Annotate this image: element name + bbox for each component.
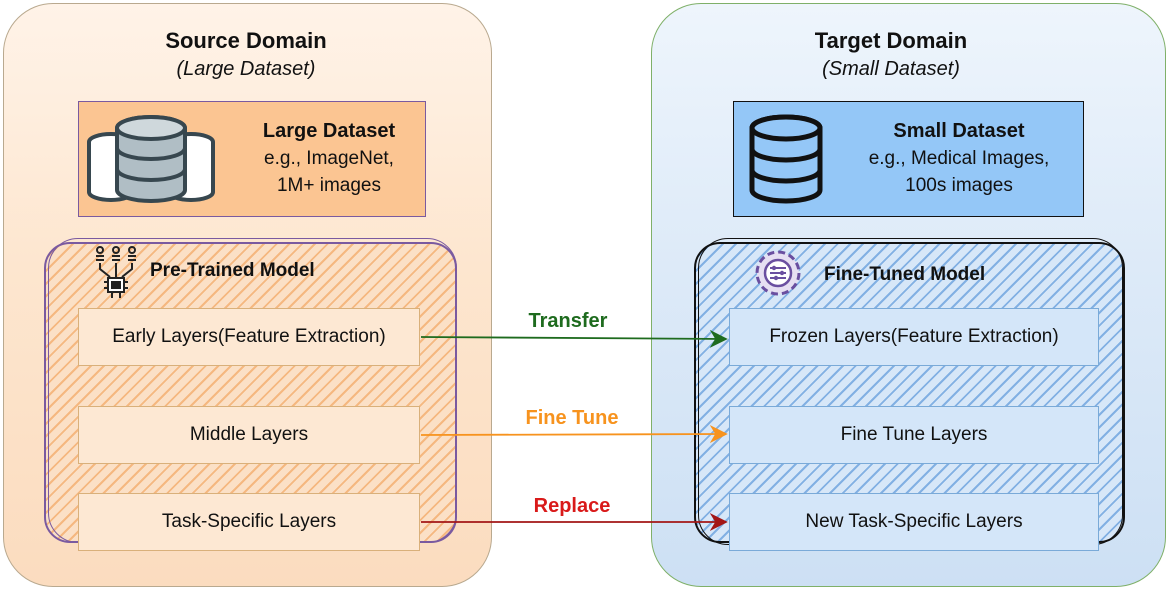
source-dataset-box: Large Dataset e.g., ImageNet, 1M+ images	[78, 101, 426, 217]
database-stack-icon	[87, 115, 215, 203]
neural-chip-icon	[96, 246, 136, 298]
database-icon	[749, 114, 823, 204]
fine-tune-arrow	[420, 425, 728, 444]
task-specific-layers-box: Task-Specific Layers	[78, 493, 420, 551]
finetuned-model-container	[694, 242, 1125, 543]
middle-layers-box: Middle Layers	[78, 406, 420, 464]
target-dataset-example: e.g., Medical Images,	[868, 148, 1050, 169]
early-layers-box: Early Layers(Feature Extraction)	[78, 308, 420, 366]
pretrained-model-title: Pre-Trained Model	[150, 260, 315, 281]
fine-tune-layers-box: Fine Tune Layers	[729, 406, 1099, 464]
target-domain-title: Target Domain	[814, 28, 968, 53]
source-dataset-example: e.g., ImageNet,	[264, 148, 394, 169]
source-dataset-title: Large Dataset	[262, 120, 396, 142]
replace-label: Replace	[533, 495, 611, 517]
fine-tune-label: Fine Tune	[525, 407, 619, 429]
transfer-arrow	[420, 329, 728, 348]
target-domain-subtitle: (Small Dataset)	[822, 58, 960, 80]
target-dataset-size: 100s images	[905, 175, 1013, 196]
new-task-specific-layers-box: New Task-Specific Layers	[729, 493, 1099, 551]
gear-sliders-icon	[755, 250, 801, 296]
transfer-label: Transfer	[528, 310, 608, 332]
target-dataset-title: Small Dataset	[893, 120, 1025, 142]
source-dataset-size: 1M+ images	[276, 175, 382, 196]
source-domain-subtitle: (Large Dataset)	[176, 58, 316, 80]
frozen-layers-box: Frozen Layers(Feature Extraction)	[729, 308, 1099, 366]
target-dataset-box: Small Dataset e.g., Medical Images, 100s…	[733, 101, 1084, 217]
source-domain-title: Source Domain	[165, 28, 327, 53]
finetuned-model-title: Fine-Tuned Model	[824, 264, 986, 285]
